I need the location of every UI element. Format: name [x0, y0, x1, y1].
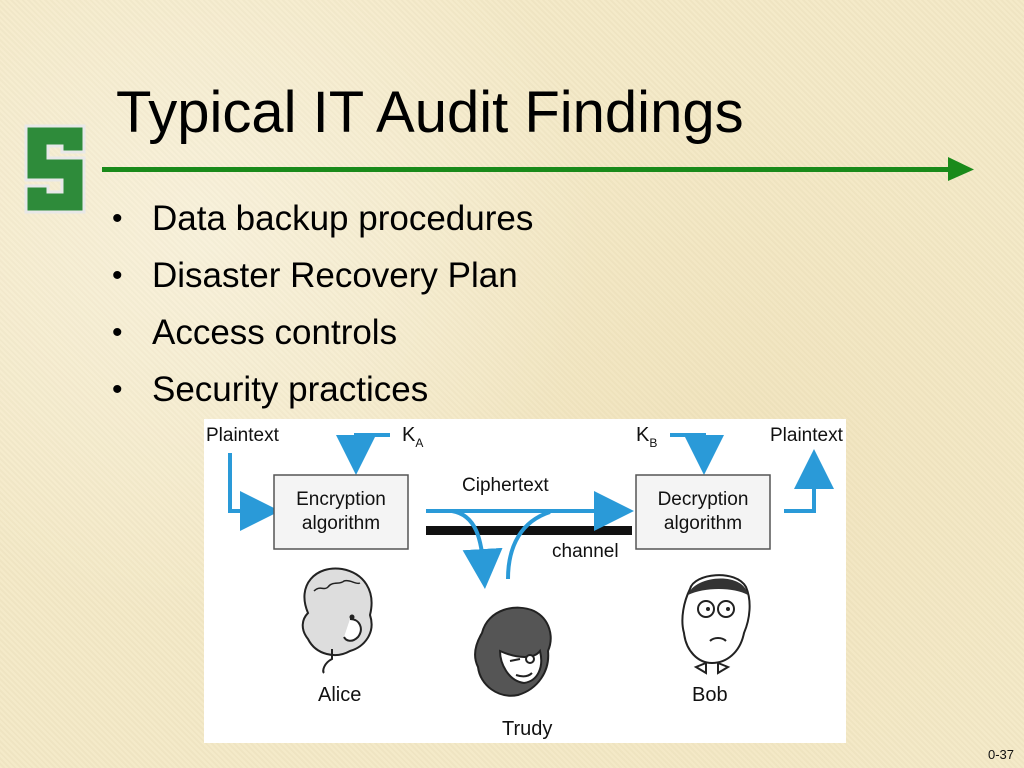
bullet-item: • Access controls — [112, 304, 533, 361]
channel-label: channel — [552, 541, 619, 562]
decryption-line2: algorithm — [664, 513, 742, 534]
alice-illustration — [301, 567, 373, 674]
bob-illustration — [681, 574, 751, 675]
decryption-line1: Decryption — [658, 489, 749, 510]
key-b-arrow — [670, 433, 724, 475]
title-rule-arrow — [102, 157, 974, 181]
bullet-text: Access controls — [152, 313, 398, 352]
bullet-item: • Security practices — [112, 361, 533, 418]
bullet-item: • Data backup procedures — [112, 190, 533, 247]
s-logo-icon — [24, 124, 86, 214]
page-number: 0-37 — [987, 747, 1014, 762]
bullet-dot: • — [112, 259, 123, 292]
bullet-text: Security practices — [152, 370, 429, 409]
bullet-dot: • — [112, 373, 123, 406]
bullet-text: Data backup procedures — [152, 199, 534, 238]
encryption-line2: algorithm — [302, 513, 380, 534]
key-a-label: KA — [402, 424, 423, 450]
plaintext-in-arrow — [228, 453, 280, 531]
bob-label: Bob — [692, 684, 728, 706]
encryption-line1: Encryption — [296, 489, 386, 510]
channel-line — [426, 526, 632, 535]
bullet-dot: • — [112, 316, 123, 349]
trudy-label: Trudy — [502, 718, 552, 740]
plaintext-out-arrow — [784, 449, 834, 513]
bullet-text: Disaster Recovery Plan — [152, 256, 518, 295]
plaintext-out-label: Plaintext — [770, 425, 844, 446]
bullet-list: • Data backup procedures • Disaster Reco… — [112, 190, 533, 418]
ciphertext-label: Ciphertext — [462, 475, 549, 496]
key-a-arrow — [336, 433, 390, 475]
bullet-dot: • — [112, 202, 123, 235]
inject-arrow-up — [506, 510, 551, 580]
decryption-box — [635, 474, 771, 550]
bullet-item: • Disaster Recovery Plan — [112, 247, 533, 304]
encryption-diagram: Plaintext KA Encryption algorithm channe… — [204, 419, 846, 743]
intercept-arrow-down — [451, 509, 503, 589]
slide-title: Typical IT Audit Findings — [116, 80, 744, 145]
trudy-illustration — [474, 606, 552, 697]
plaintext-in-label: Plaintext — [206, 425, 280, 446]
encryption-box — [273, 474, 409, 550]
alice-label: Alice — [318, 684, 361, 706]
key-b-label: KB — [636, 424, 657, 450]
